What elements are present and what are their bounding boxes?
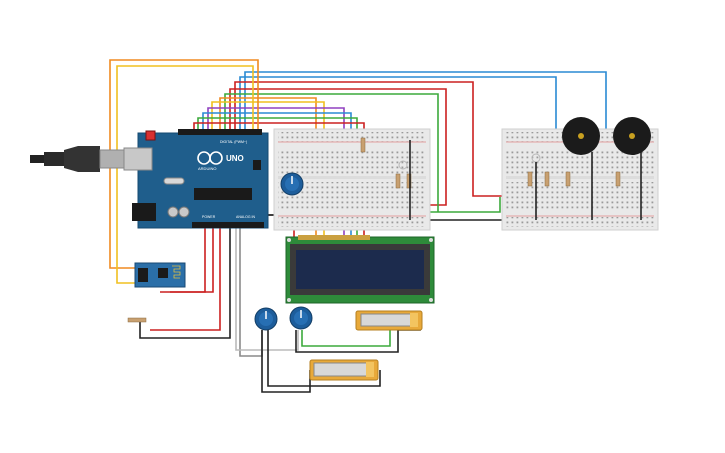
digital-header-label: DIGITAL (PWM~) — [220, 140, 247, 144]
reset-button[interactable] — [145, 130, 156, 141]
wire-orange-esp[interactable] — [109, 59, 259, 269]
atmega-chip — [194, 188, 252, 200]
wire-green-slider-top[interactable] — [301, 322, 391, 347]
wire-layer — [109, 59, 620, 393]
wire-black-slider-bottom[interactable] — [261, 330, 381, 393]
wire-white-pot-right[interactable] — [235, 224, 299, 351]
piezo-buzzer[interactable] — [613, 117, 651, 155]
usb-jack — [123, 147, 153, 171]
esp-pin-header — [138, 268, 148, 282]
capacitor — [167, 206, 179, 218]
slider-knob[interactable] — [410, 313, 418, 327]
wire-yellow-esp[interactable] — [116, 65, 254, 284]
lcd-16x2[interactable] — [285, 235, 435, 304]
crystal — [163, 177, 185, 185]
arduino-logo-icon — [197, 151, 223, 165]
power-analog-header — [192, 222, 264, 228]
icsp-header — [253, 160, 261, 170]
board-brand-label: ARDUINO — [198, 166, 216, 171]
slider-knob[interactable] — [366, 362, 374, 377]
resistor[interactable] — [395, 173, 401, 189]
wire-gray-pot-left[interactable] — [239, 224, 263, 357]
piezo-buzzer[interactable] — [562, 117, 600, 155]
resistor[interactable] — [615, 171, 621, 187]
power-jack — [132, 203, 156, 221]
lcd-screen — [296, 250, 424, 289]
resistor[interactable] — [565, 171, 571, 187]
led[interactable] — [398, 160, 408, 170]
esp8266-wifi-module[interactable] — [134, 262, 186, 288]
lcd-pin-header — [298, 235, 370, 240]
resistor[interactable] — [406, 173, 412, 189]
resistor[interactable] — [527, 171, 533, 187]
power-header-label: POWER — [202, 215, 216, 219]
wire-red-esp-power[interactable] — [170, 224, 206, 293]
resistor[interactable] — [360, 137, 366, 153]
wire-green-breadboard[interactable] — [224, 93, 501, 213]
usb-cable[interactable] — [30, 146, 127, 172]
breadboard-left[interactable] — [273, 128, 431, 231]
arduino-uno[interactable]: UNO ARDUINO DIGITAL (PWM~) POWER ANALOG … — [123, 129, 269, 229]
potentiometer[interactable] — [254, 307, 278, 331]
board-model-label: UNO — [226, 154, 244, 163]
esp-chip — [158, 268, 168, 278]
breadboard-right[interactable] — [501, 117, 659, 231]
slide-potentiometer[interactable] — [309, 359, 379, 381]
digital-header — [178, 129, 262, 135]
slide-potentiometer[interactable] — [355, 310, 423, 331]
potentiometer[interactable] — [280, 172, 304, 196]
capacitor — [178, 206, 190, 218]
potentiometer[interactable] — [289, 306, 313, 330]
resistor[interactable] — [544, 171, 550, 187]
resistor[interactable] — [127, 317, 147, 323]
analog-header-label: ANALOG IN — [236, 215, 256, 219]
antenna-trace-icon — [172, 265, 181, 279]
